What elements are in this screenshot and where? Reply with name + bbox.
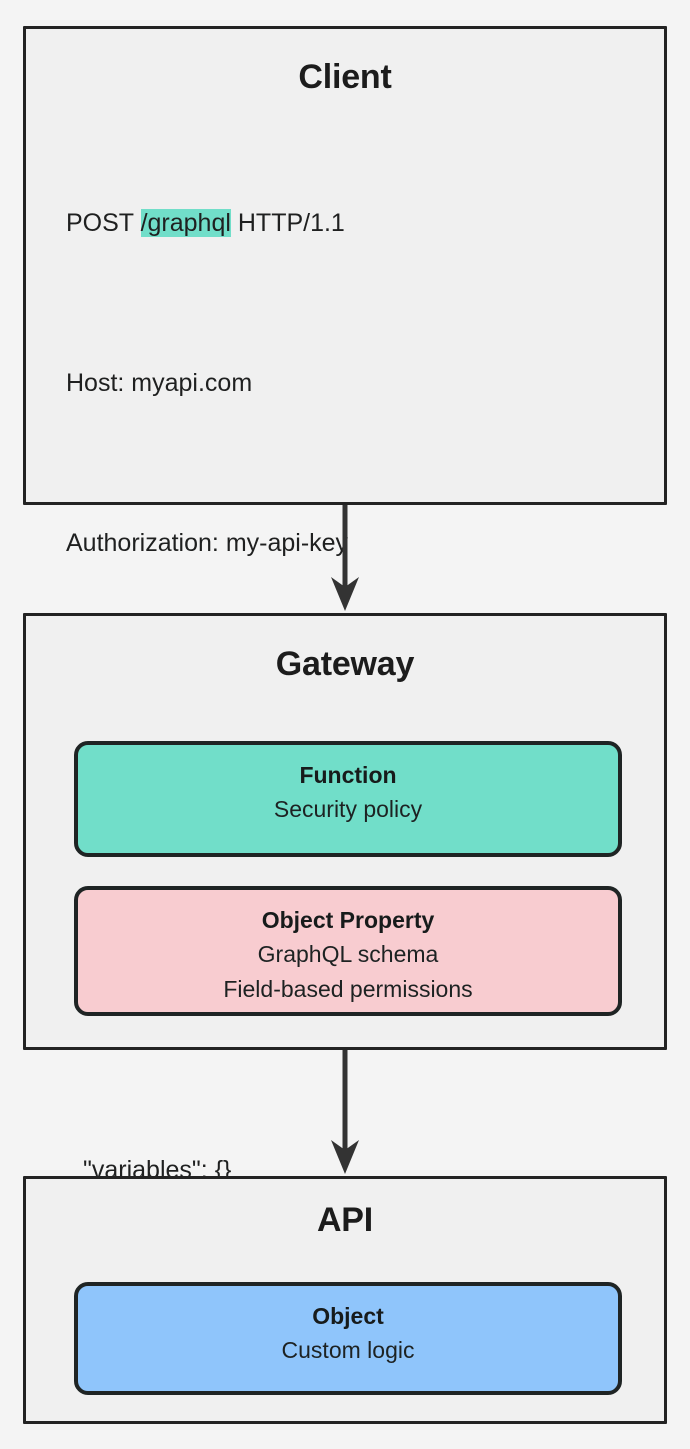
gateway-function-pill[interactable]: Function Security policy bbox=[74, 741, 622, 857]
request-path-highlight: /graphql bbox=[140, 209, 231, 237]
request-method: POST bbox=[66, 209, 141, 237]
arrow-down-icon bbox=[331, 505, 359, 611]
object-property-pill-line-2: Field-based permissions bbox=[223, 976, 473, 1002]
object-pill-title: Object bbox=[312, 1303, 384, 1329]
gateway-object-property-pill[interactable]: Object Property GraphQL schema Field-bas… bbox=[74, 886, 622, 1016]
request-start-line: POST /graphql HTTP/1.1 bbox=[66, 203, 664, 243]
object-pill-line-1: Custom logic bbox=[281, 1337, 415, 1363]
arrow-client-to-gateway bbox=[330, 505, 360, 615]
request-header-host: Host: myapi.com bbox=[66, 369, 253, 397]
arrow-down-icon bbox=[331, 1050, 359, 1174]
request-protocol: HTTP/1.1 bbox=[230, 209, 345, 237]
function-pill-title: Function bbox=[299, 762, 397, 788]
function-pill-line-1: Security policy bbox=[273, 796, 423, 822]
request-header-authorization: Authorization: my-api-key bbox=[66, 529, 349, 557]
object-property-pill-line-1: GraphQL schema bbox=[257, 941, 439, 967]
api-title: API bbox=[316, 1201, 374, 1239]
client-title: Client bbox=[298, 58, 392, 96]
arrow-gateway-to-api bbox=[330, 1050, 360, 1178]
api-object-pill[interactable]: Object Custom logic bbox=[74, 1282, 622, 1395]
client-stage-box: Client POST /graphql HTTP/1.1 Host: myap… bbox=[23, 26, 667, 1344]
object-property-pill-title: Object Property bbox=[261, 907, 435, 933]
gateway-title: Gateway bbox=[275, 645, 415, 683]
